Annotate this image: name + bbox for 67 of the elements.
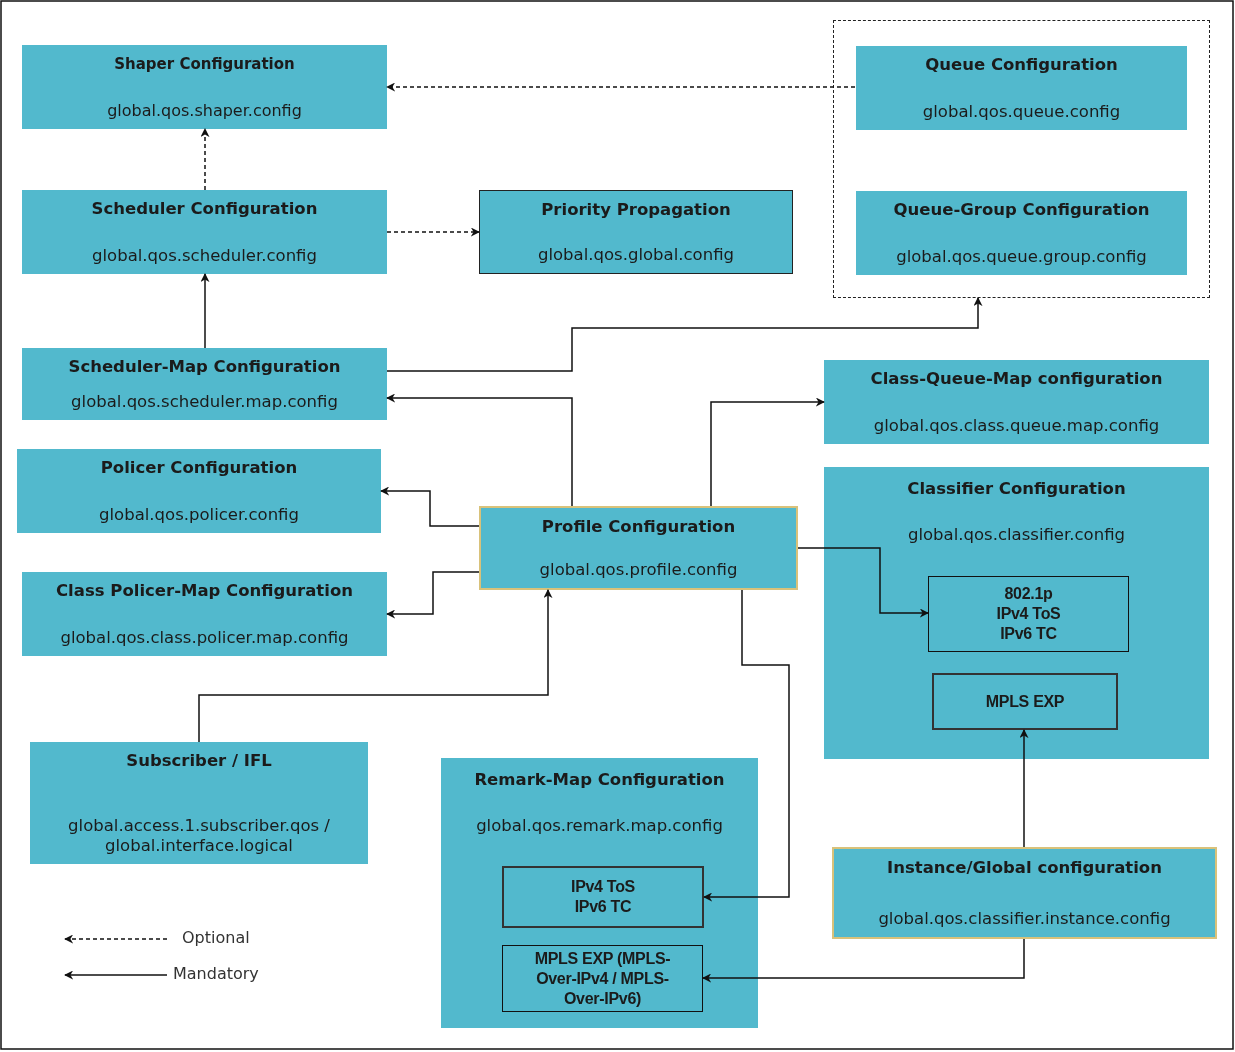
config-box (856, 191, 1187, 275)
box-title: Remark-Map Configuration (473, 770, 726, 790)
arrow (380, 486, 480, 527)
box-title: Subscriber / IFL (125, 751, 273, 771)
config-box (22, 348, 387, 420)
config-path: global.qos.scheduler.config (91, 246, 318, 266)
config-path: global.qos.class.policer.map.config (59, 628, 350, 648)
arrow (198, 589, 553, 743)
config-path: global.qos.shaper.config (106, 101, 303, 121)
box-title: Shaper Configuration (113, 54, 296, 74)
config-path: global.qos.remark.map.config (475, 816, 724, 836)
field-box (502, 866, 704, 928)
box-title: Classifier Configuration (906, 479, 1127, 499)
arrow (386, 297, 983, 372)
box-title: Instance/Global configuration (886, 858, 1163, 878)
arrow (386, 571, 480, 619)
arrow (386, 393, 573, 507)
arrow (703, 589, 790, 902)
box-label: IPv4 ToS IPv6 TC (570, 877, 636, 917)
config-path: global.qos.class.queue.map.config (872, 416, 1161, 436)
box-label: MPLS EXP (984, 691, 1066, 712)
config-path: global.qos.classifier.instance.config (877, 909, 1172, 929)
box-title: Priority Propagation (540, 200, 732, 220)
arrow (1019, 729, 1029, 848)
config-box (832, 847, 1217, 939)
dashed-arrow (200, 128, 210, 191)
field-box (932, 673, 1118, 730)
box-title: Class-Queue-Map configuration (869, 369, 1164, 389)
config-path: global.access.1.subscriber.qos / global.interface.logical (67, 816, 331, 856)
box-label: 802.1p IPv4 ToS IPv6 TC (995, 584, 1062, 644)
dashed-arrow (386, 82, 856, 92)
config-path: global.qos.scheduler.map.config (70, 392, 339, 412)
box-label: MPLS EXP (MPLS-Over-IPv4 / MPLS-Over-IPv6) (533, 948, 672, 1009)
config-box (824, 467, 1209, 759)
config-box (22, 45, 387, 129)
arrow (702, 938, 1025, 983)
field-box (928, 576, 1129, 652)
dashed-arrow (386, 227, 480, 237)
arrow (797, 547, 929, 618)
config-path: global.qos.policer.config (98, 505, 300, 525)
config-path: global.qos.profile.config (538, 560, 739, 580)
config-box (30, 742, 368, 864)
box-title: Policer Configuration (99, 458, 299, 478)
box-title: Class Policer-Map Configuration (55, 581, 354, 601)
config-path: global.qos.queue.config (921, 102, 1122, 122)
box-title: Queue Configuration (924, 55, 1119, 75)
box-title: Scheduler Configuration (90, 199, 319, 219)
config-path: global.qos.classifier.config (906, 525, 1127, 545)
group-box (833, 20, 1210, 298)
arrow (200, 273, 210, 349)
box-title: Scheduler-Map Configuration (67, 357, 342, 377)
box-title: Queue-Group Configuration (892, 200, 1151, 220)
field-box (502, 945, 703, 1012)
config-path: global.qos.global.config (536, 245, 735, 265)
config-box (441, 758, 758, 1028)
config-box (479, 506, 798, 590)
config-box (17, 449, 381, 533)
box-title: Profile Configuration (540, 517, 737, 537)
config-path: global.qos.queue.group.config (895, 247, 1148, 267)
arrow (710, 397, 825, 507)
config-box (856, 46, 1187, 130)
legend-label: Optional (182, 928, 250, 947)
config-box (824, 360, 1209, 444)
config-box (22, 190, 387, 274)
legend-label: Mandatory (173, 964, 259, 983)
config-box (479, 190, 793, 274)
config-box (22, 572, 387, 656)
